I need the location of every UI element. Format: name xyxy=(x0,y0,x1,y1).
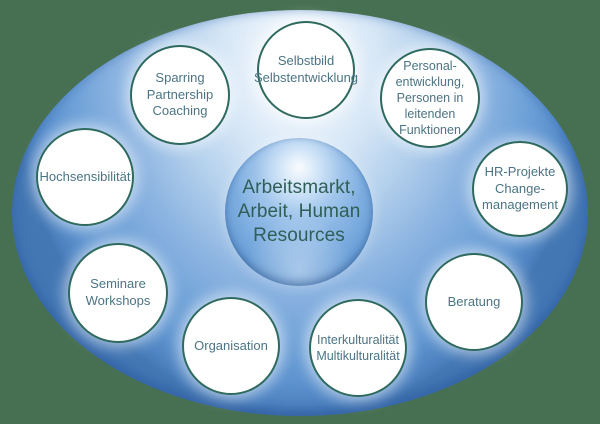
topic-label-organisation: Organisation xyxy=(194,337,268,353)
topic-label-personalentwicklung: Personal- entwicklung, Personen in leite… xyxy=(395,59,465,137)
topic-circle-sparring-partnership-coaching: Sparring Partnership Coaching xyxy=(130,45,230,145)
topic-label-beratung: Beratung xyxy=(447,293,501,309)
topic-label-seminare-workshops: Seminare Workshops xyxy=(85,276,151,308)
topic-circle-hr-projekte-changemanagement: HR-Projekte Change- management xyxy=(472,141,568,237)
topic-label-hochsensibilitaet: Hochsensibilität xyxy=(39,168,131,184)
topic-label-hr-projekte-changemanagement: HR-Projekte Change- management xyxy=(482,163,558,213)
topic-label-interkulturalitaet-multikulturalitaet: Interkulturalität Multikulturalität xyxy=(316,332,400,363)
topic-circle-seminare-workshops: Seminare Workshops xyxy=(68,243,168,343)
topic-circle-personalentwicklung: Personal- entwicklung, Personen in leite… xyxy=(380,48,480,148)
topic-circle-interkulturalitaet-multikulturalitaet: Interkulturalität Multikulturalität xyxy=(309,299,407,397)
topic-circle-hochsensibilitaet: Hochsensibilität xyxy=(36,128,134,226)
topic-label-sparring-partnership-coaching: Sparring Partnership Coaching xyxy=(146,69,214,119)
topic-circle-selbstbild-selbstentwicklung: Selbstbild Selbstentwicklung xyxy=(253,21,359,119)
topic-label-selbstbild-selbstentwicklung: Selbstbild Selbstentwicklung xyxy=(253,53,359,85)
topic-circle-organisation: Organisation xyxy=(182,297,280,395)
center-sphere-label: Arbeitsmarkt, Arbeit, Human Resources xyxy=(237,177,361,246)
topic-circle-beratung: Beratung xyxy=(425,253,523,351)
center-sphere: Arbeitsmarkt, Arbeit, Human Resources xyxy=(225,138,373,286)
